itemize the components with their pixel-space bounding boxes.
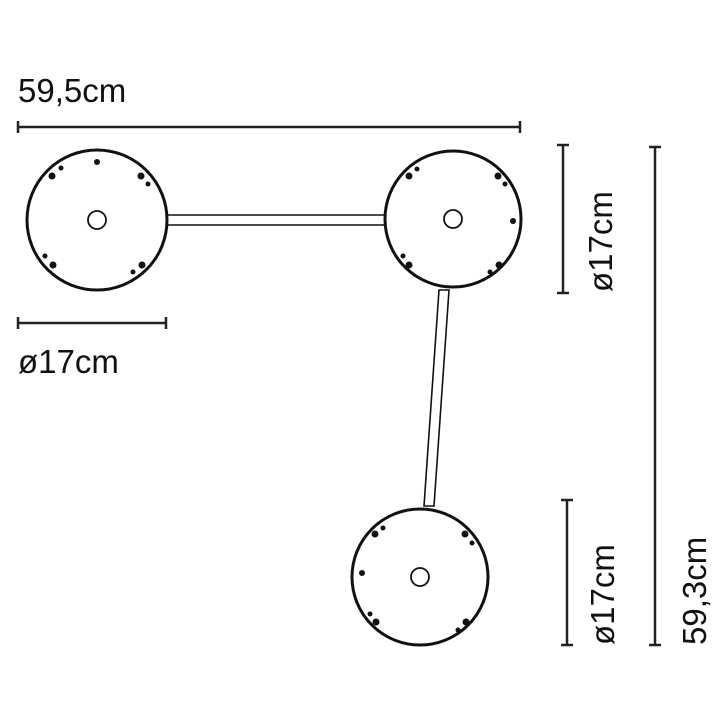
right-top-diameter-dimension: ø17cm <box>557 143 619 295</box>
left-diameter-label: ø17cm <box>18 343 119 380</box>
disc-left <box>25 148 169 292</box>
width-dimension: 59,5cm <box>16 72 522 133</box>
right-bottom-diameter-label: ø17cm <box>584 544 621 645</box>
height-dimension: 59,3cm <box>649 145 713 647</box>
diagonal-rod <box>423 289 450 507</box>
right-top-diameter-label: ø17cm <box>582 191 619 292</box>
horizontal-rod <box>164 214 387 226</box>
right-bottom-diameter-dimension: ø17cm <box>561 498 621 647</box>
disc-bottom <box>350 507 490 647</box>
disc-right-top <box>383 149 523 289</box>
width-label: 59,5cm <box>18 72 126 109</box>
left-diameter-dimension: ø17cm <box>16 317 168 380</box>
height-label: 59,3cm <box>676 537 713 645</box>
